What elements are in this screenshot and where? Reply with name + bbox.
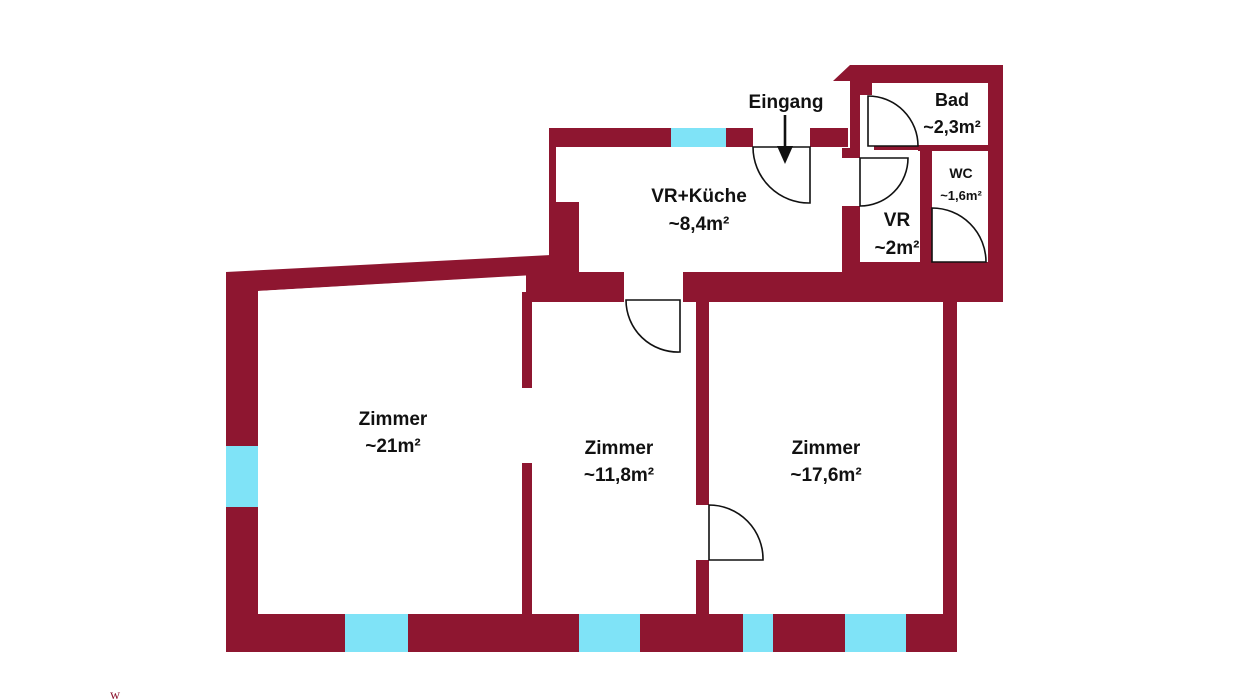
wall-interior-west-top bbox=[522, 292, 532, 388]
door-kitchen-corridor bbox=[625, 299, 681, 353]
room-name-zimmer-mid: Zimmer bbox=[585, 438, 654, 459]
wall-bad-wc bbox=[918, 145, 988, 151]
wall-vr-wc bbox=[922, 150, 932, 194]
window-south-2 bbox=[579, 614, 640, 652]
room-name-bad: Bad bbox=[935, 90, 969, 110]
room-interior-west bbox=[258, 276, 522, 614]
room-name-vr: VR bbox=[884, 210, 911, 231]
wall-east bbox=[943, 300, 957, 652]
wall-corridor-right bbox=[683, 272, 1003, 302]
door-wc bbox=[931, 207, 987, 263]
window-west bbox=[226, 446, 258, 507]
room-area-kitchen: ~8,4m² bbox=[669, 214, 730, 235]
wall-interior-west-bottom bbox=[522, 463, 532, 615]
door-bad bbox=[867, 95, 919, 147]
room-area-zimmer-mid: ~11,8m² bbox=[584, 465, 654, 486]
window-south-3 bbox=[743, 614, 773, 652]
room-area-vr: ~2m² bbox=[875, 238, 920, 259]
down-arrow-icon bbox=[777, 115, 793, 164]
room-area-zimmer-east: ~17,6m² bbox=[790, 465, 861, 486]
room-area-wc: ~1,6m² bbox=[940, 188, 982, 203]
door-entrance bbox=[752, 146, 811, 204]
room-interiors bbox=[258, 83, 988, 614]
wall-interior-east-top bbox=[696, 300, 709, 505]
entrance-label: Eingang bbox=[749, 92, 824, 113]
room-interior-vr-link bbox=[842, 158, 862, 206]
watermark: w bbox=[110, 688, 121, 700]
room-name-kitchen: VR+Küche bbox=[651, 186, 747, 207]
room-area-bad: ~2,3m² bbox=[923, 117, 981, 137]
wall-north-right bbox=[810, 128, 848, 147]
window-south-1 bbox=[345, 614, 408, 652]
room-interior-mid bbox=[532, 302, 696, 614]
wall-north-slanted bbox=[226, 255, 551, 291]
room-interior-east bbox=[709, 302, 943, 614]
bath-partitions bbox=[860, 145, 988, 266]
wall-interior-east-bottom bbox=[696, 560, 709, 615]
room-area-zimmer-west: ~21m² bbox=[365, 436, 420, 457]
door-mid-east bbox=[708, 504, 764, 561]
room-name-zimmer-west: Zimmer bbox=[359, 409, 428, 430]
window-south-4 bbox=[845, 614, 906, 652]
window-kitchen-north bbox=[671, 128, 726, 147]
wall-vr-bottom bbox=[860, 262, 988, 266]
door-vr bbox=[859, 157, 909, 207]
room-name-zimmer-east: Zimmer bbox=[792, 438, 861, 459]
wall-corridor-left bbox=[526, 272, 624, 302]
room-name-wc: WC bbox=[949, 165, 972, 181]
doors bbox=[625, 95, 987, 561]
windows bbox=[226, 128, 906, 652]
